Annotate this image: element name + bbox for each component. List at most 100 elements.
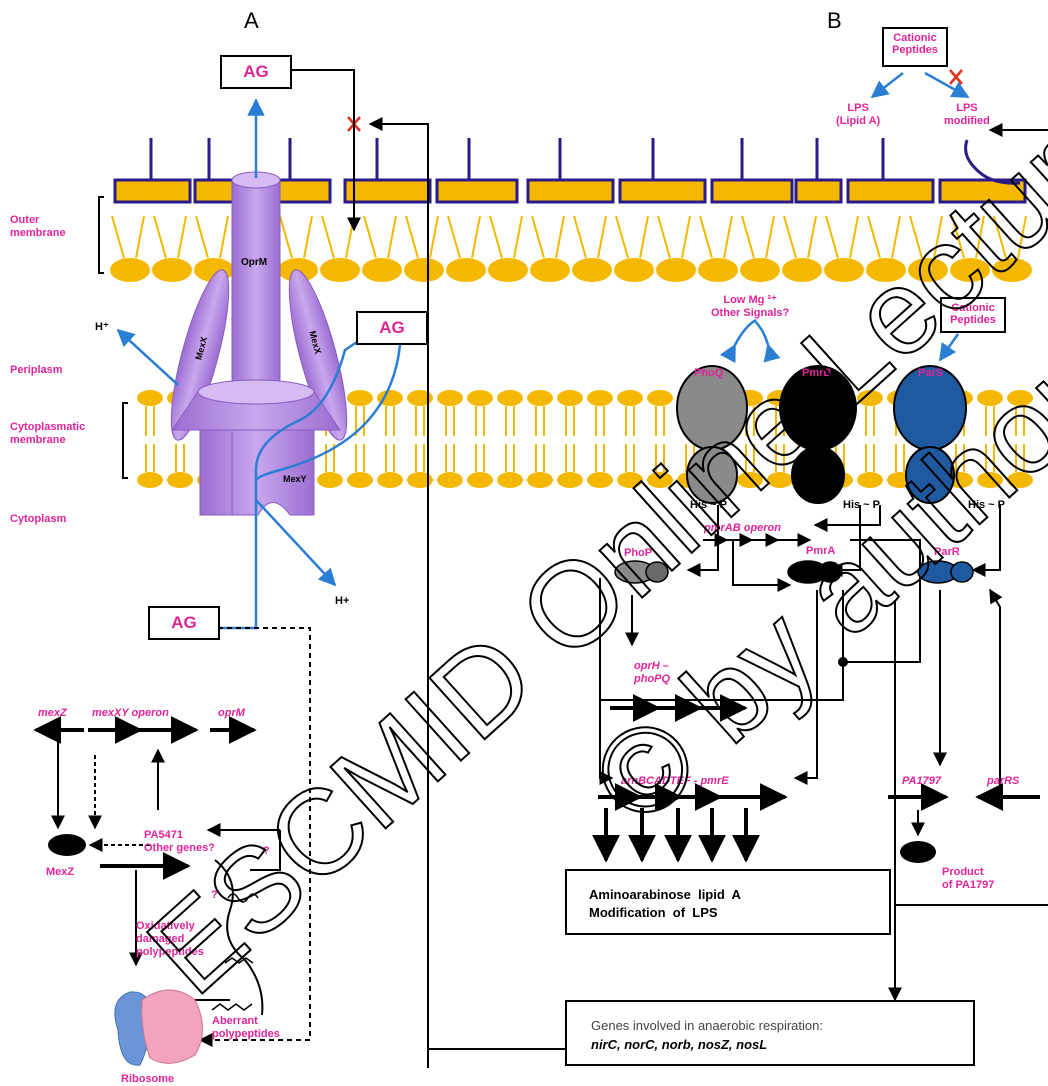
lipid-tail [532,216,544,258]
lps-block [796,180,841,202]
question-mark-2: ? [211,889,218,902]
lipid-tail [616,216,628,258]
lipid-head [347,472,373,488]
cationic-peptides-box-top: Cationic Peptides [882,27,948,67]
lipid-head [320,258,360,282]
lipid-tail [514,216,522,258]
aminoarabinose-box: Aminoarabinose lipid A Modification of L… [565,869,891,935]
aberrant-polypeptides-label: Aberrant polypeptides [212,1015,280,1041]
cationic-peptides-box-mid: Cationic Peptides [940,297,1006,333]
lps-modified-chain [966,140,1020,183]
lipid-tail [556,216,564,258]
lipid-tail [850,216,858,258]
mexxy-operon-label: mexXY operon [92,707,169,720]
arn-operon-label: arnBCADTEF - pmrE [621,775,729,788]
pa5471-label: PA5471 Other genes? [144,829,215,855]
lipid-head [437,390,463,406]
pa1797-product-shape [900,841,936,863]
lipid-tail [304,216,312,258]
pa1797-label: PA1797 [902,775,941,788]
pmrb-label: PmrB [802,367,831,380]
lipid-head [497,390,523,406]
lipid-tail [892,216,900,258]
lipid-head [152,258,192,282]
lps-block [528,180,613,202]
lipid-head [977,390,1003,406]
lipid-tail [934,216,942,258]
lipid-tail [952,216,964,258]
lps-block [848,180,933,202]
ag-box-mid: AG [356,311,428,345]
lipid-tail [784,216,796,258]
lipid-head [617,390,643,406]
lipid-head [857,390,883,406]
lipid-tail [1018,216,1026,258]
lipid-head [782,258,822,282]
lps-block [437,180,517,202]
lipid-head [446,258,486,282]
parrs-label: parRS [987,775,1019,788]
lipid-tail [196,216,208,258]
lps-lipid-a-label: LPS (Lipid A) [836,102,880,128]
lipid-head [167,472,193,488]
periplasm-label: Periplasm [10,364,63,377]
lipid-tail [598,216,606,258]
lipid-tail [724,216,732,258]
outer-membrane-label: Outer membrane [10,214,66,240]
lipid-head [824,258,864,282]
lipid-head [857,472,883,488]
lipid-head [698,258,738,282]
lipid-tail [112,216,124,258]
lipid-head [110,258,150,282]
lipid-tail [280,216,292,258]
lipid-head [740,258,780,282]
lipid-tail [808,216,816,258]
lipid-tail [700,216,712,258]
lipid-head [407,472,433,488]
parr-label: ParR [934,546,960,559]
ribosome-label: Ribosome [121,1073,174,1086]
lipid-head [572,258,612,282]
question-mark-1: ? [263,845,270,858]
ag-box-top: AG [220,55,292,89]
sensor-kinases [677,366,966,503]
lipid-head [737,472,763,488]
lps-modified-label: LPS modified [944,102,990,128]
lipid-head [527,472,553,488]
lipid-head [1007,472,1033,488]
lipid-head [467,472,493,488]
lipid-tail [742,216,754,258]
lipid-tail [640,216,648,258]
lipid-head [317,472,343,488]
lipid-tail [136,216,144,258]
lipid-head [767,472,793,488]
efflux-pump [160,172,358,515]
lipid-tail [448,216,460,258]
lipid-head [977,472,1003,488]
anaerobic-genes-title: Genes involved in anaerobic respiration: [591,1016,973,1035]
lipid-tail [682,216,690,258]
lipid-tail [430,216,438,258]
lps-block [712,180,792,202]
lipid-tail [910,216,922,258]
anaerobic-genes-list: nirC, norC, norb, nosZ, nosL [591,1035,973,1054]
lipid-head [866,258,906,282]
pars-label: ParS [918,367,943,380]
lipid-head [527,390,553,406]
lipid-tail [976,216,984,258]
anaerobic-genes-box: Genes involved in anaerobic respiration:… [565,1000,975,1066]
lipid-head [587,472,613,488]
lipid-tail [994,216,1006,258]
lipid-head [404,258,444,282]
oprm-gene-label: oprM [218,707,245,720]
lipid-tail [574,216,586,258]
mexy-label: MexY [283,473,307,486]
lipid-tail [766,216,774,258]
lipid-head [407,390,433,406]
lipid-tail [868,216,880,258]
his-p-mid: His ~ P [843,499,880,512]
mexz-protein-label: MexZ [46,866,74,879]
lipid-tail [406,216,418,258]
cytoplasm-label: Cytoplasm [10,513,66,526]
lipid-tail [472,216,480,258]
